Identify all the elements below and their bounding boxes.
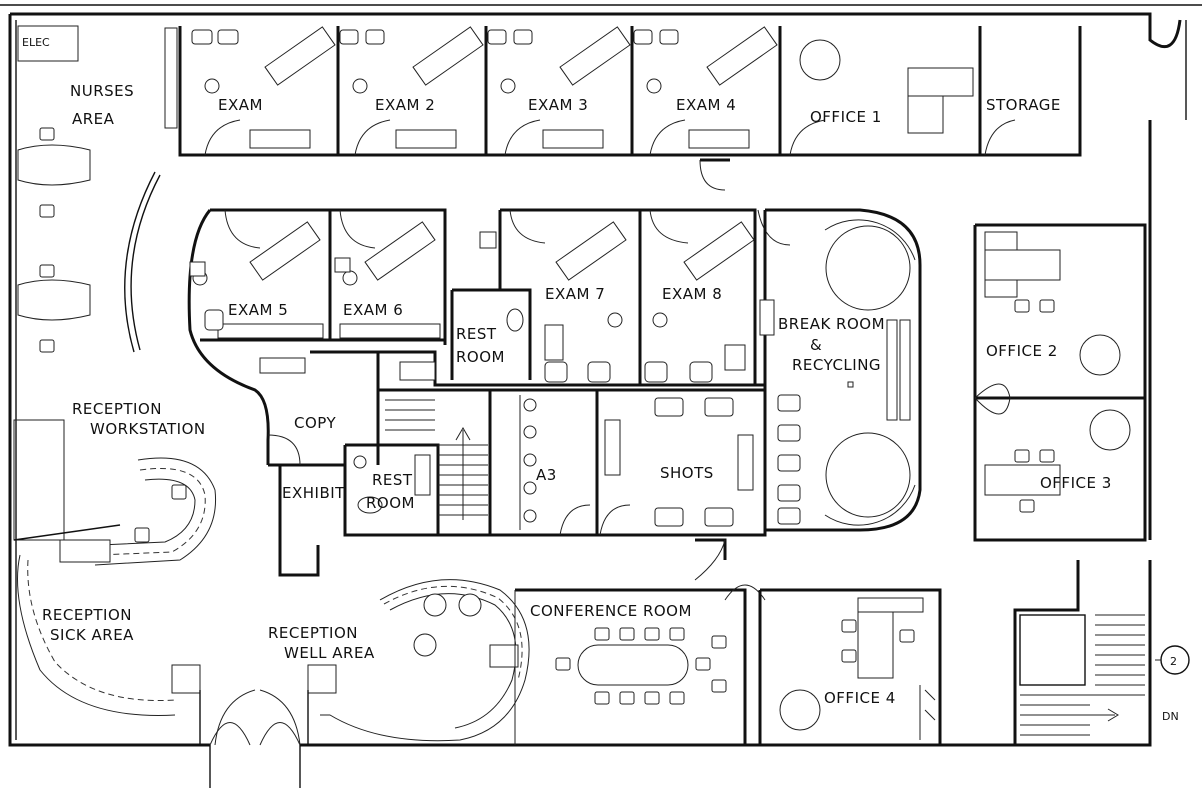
label-exhibit: EXHIBIT [282, 484, 345, 502]
label-reception-well-1: RECEPTION [268, 624, 358, 642]
label-reception-workstation-1: RECEPTION [72, 400, 162, 418]
label-storage: STORAGE [986, 96, 1061, 114]
stair-right [1013, 538, 1190, 745]
corridor-doors [694, 158, 730, 581]
label-nurses-area-1: NURSES [70, 82, 134, 100]
label-rest-room-1b: ROOM [456, 348, 505, 366]
label-conference-room: CONFERENCE ROOM [530, 602, 692, 620]
dn-label: DN [1162, 710, 1179, 723]
label-office-4: OFFICE 4 [824, 689, 896, 707]
label-nurses-area-2: AREA [72, 110, 115, 128]
reception-well-area [171, 579, 530, 746]
exterior-walls [0, 4, 1202, 788]
stairs-a3-shots [378, 388, 767, 537]
label-reception-sick-1: RECEPTION [42, 606, 132, 624]
reception-workstation [13, 419, 217, 716]
label-break-room-1: BREAK ROOM [778, 315, 885, 333]
top-exam-row: 2 [164, 26, 1082, 157]
room-labels: ELEC NURSES AREA EXAM EXAM 2 EXAM 3 EXAM… [22, 36, 1179, 723]
label-office-1: OFFICE 1 [810, 108, 882, 126]
label-shots: SHOTS [660, 464, 714, 482]
label-exam-4: EXAM 4 [676, 96, 736, 114]
elec-tag: ELEC [22, 36, 50, 49]
offices-2-3 [973, 223, 1147, 542]
label-reception-well-2: WELL AREA [284, 644, 375, 662]
label-break-room-3: RECYCLING [792, 356, 881, 374]
label-exam-1: EXAM [218, 96, 263, 114]
label-exam-6: EXAM 6 [343, 301, 403, 319]
label-reception-sick-2: SICK AREA [50, 626, 134, 644]
label-rest-room-2a: REST [372, 471, 413, 489]
nurses-area [17, 25, 161, 353]
label-rest-room-2b: ROOM [366, 494, 415, 512]
label-break-room-2: & [810, 336, 822, 354]
label-office-3: OFFICE 3 [1040, 474, 1112, 492]
label-office-2: OFFICE 2 [986, 342, 1058, 360]
label-exam-3: EXAM 3 [528, 96, 588, 114]
label-a3: A3 [536, 466, 557, 484]
grid-bubble-label: 2 [1170, 655, 1177, 668]
label-exam-7: EXAM 7 [545, 285, 605, 303]
office-4 [758, 588, 942, 745]
label-exam-2: EXAM 2 [375, 96, 435, 114]
conference-room [514, 584, 766, 745]
label-exam-5: EXAM 5 [228, 301, 288, 319]
label-reception-workstation-2: WORKSTATION [90, 420, 206, 438]
label-copy: COPY [294, 414, 336, 432]
label-rest-room-1a: REST [456, 325, 497, 343]
label-exam-8: EXAM 8 [662, 285, 722, 303]
